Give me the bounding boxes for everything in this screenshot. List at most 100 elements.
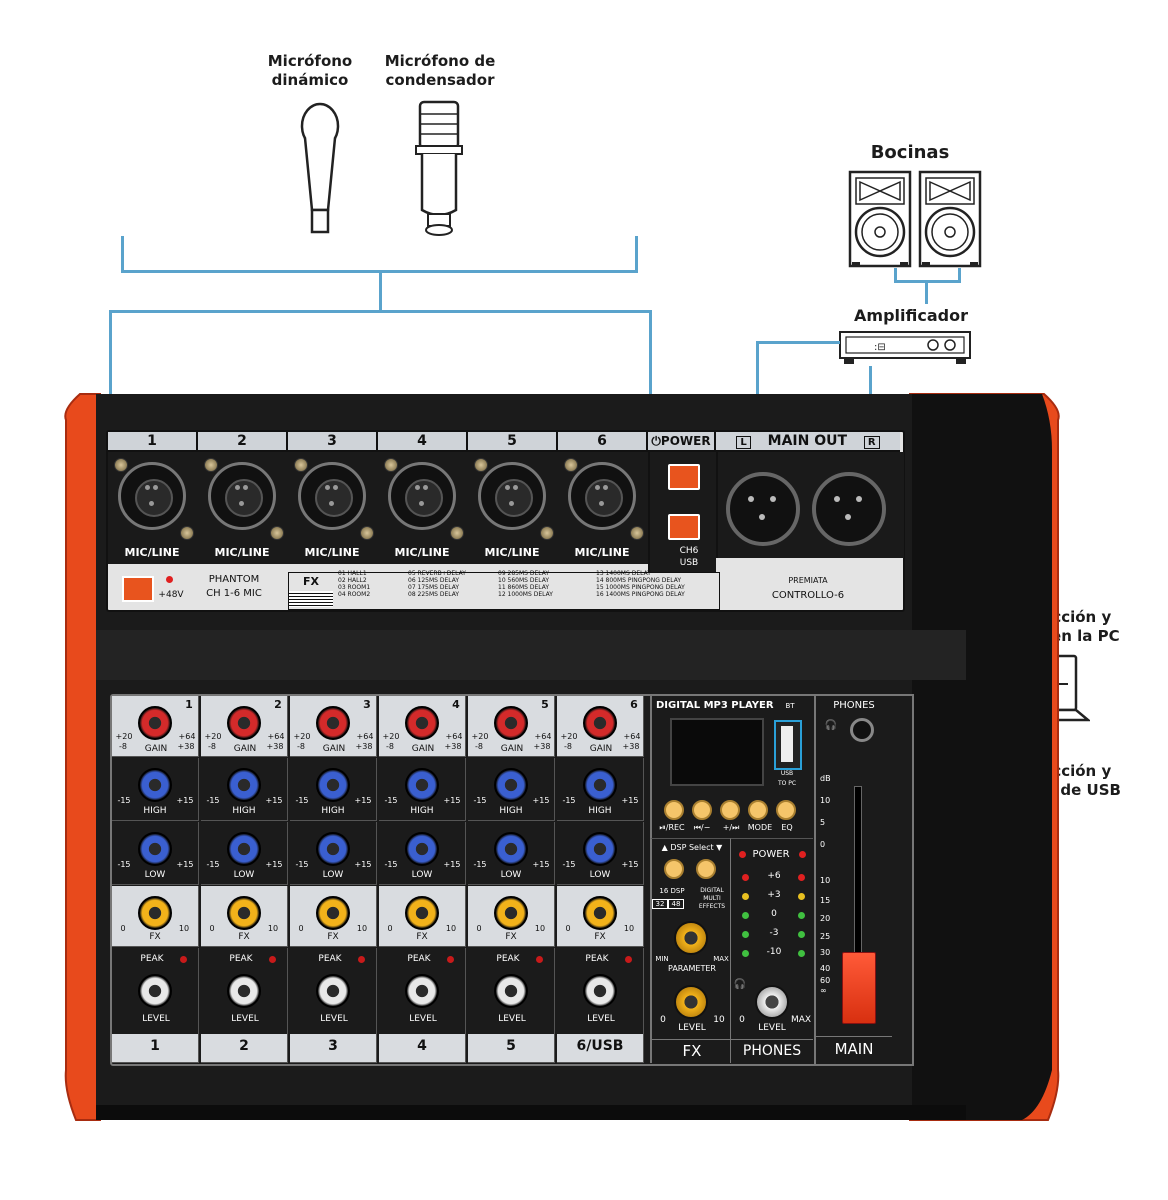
strip-num-cell: [557, 1034, 644, 1063]
level-knob-6[interactable]: [583, 974, 617, 1008]
fx-master-knob[interactable]: [674, 985, 708, 1019]
prev-button[interactable]: [692, 800, 712, 820]
gain-knob-6[interactable]: [583, 706, 617, 740]
micline-label-2: MIC/LINE: [214, 546, 270, 559]
strip-label: -8: [475, 742, 483, 751]
screw: [384, 458, 398, 472]
ch6-usb-switch[interactable]: [668, 514, 700, 540]
level-knob-2[interactable]: [227, 974, 261, 1008]
mic-wire-right: [635, 236, 638, 272]
combo-jack-4[interactable]: [388, 462, 456, 530]
combo-jack-6[interactable]: [568, 462, 636, 530]
low-knob-1[interactable]: [138, 832, 172, 866]
strip-label: 6: [630, 698, 638, 711]
usb-port[interactable]: [774, 720, 802, 770]
meter-level-label: 0: [771, 909, 777, 919]
combo-jack-5[interactable]: [478, 462, 546, 530]
headphone-icon: 🎧: [733, 979, 747, 990]
combo-jack-3[interactable]: [298, 462, 366, 530]
fx-knob-2[interactable]: [227, 896, 261, 930]
brand-logo: PREMIATA: [788, 576, 828, 585]
strip-label: 10: [178, 924, 190, 933]
fx-preset-table: FX: [288, 572, 720, 610]
high-knob-3[interactable]: [316, 768, 350, 802]
strip-label: GAIN: [322, 744, 346, 754]
strip-label: +15: [443, 860, 461, 869]
next-button[interactable]: [720, 800, 740, 820]
high-knob-2[interactable]: [227, 768, 261, 802]
strip-label: +38: [622, 742, 640, 751]
high-knob-5[interactable]: [494, 768, 528, 802]
parameter-knob[interactable]: [674, 921, 708, 955]
screw: [360, 526, 374, 540]
combo-jack-1[interactable]: [118, 462, 186, 530]
low-knob-6[interactable]: [583, 832, 617, 866]
strip-label: +20: [560, 732, 578, 741]
high-knob-1[interactable]: [138, 768, 172, 802]
main-out-right-jack[interactable]: [812, 472, 886, 546]
strip-label: -15: [384, 796, 398, 805]
strip-label: 10: [267, 924, 279, 933]
level-knob-3[interactable]: [316, 974, 350, 1008]
level-knob-1[interactable]: [138, 974, 172, 1008]
fx-knob-3[interactable]: [316, 896, 350, 930]
fx-knob-4[interactable]: [405, 896, 439, 930]
level-knob-5[interactable]: [494, 974, 528, 1008]
gain-knob-2[interactable]: [227, 706, 261, 740]
combo-jack-2[interactable]: [208, 462, 276, 530]
gain-knob-4[interactable]: [405, 706, 439, 740]
fx-knob-6[interactable]: [583, 896, 617, 930]
gain-knob-5[interactable]: [494, 706, 528, 740]
fx-knob-5[interactable]: [494, 896, 528, 930]
screw: [294, 458, 308, 472]
level-knob-4[interactable]: [405, 974, 439, 1008]
play-rec-button[interactable]: [664, 800, 684, 820]
input-panel: 1 2 3 4 5 6 ⏻POWER L MAIN OUT R MIC/LINE…: [106, 430, 905, 612]
main-out-left-jack[interactable]: [726, 472, 800, 546]
fader-scale-label: 40: [820, 964, 831, 973]
strip-label: +15: [532, 796, 550, 805]
strip-label: -15: [295, 796, 309, 805]
strip-label: LOW: [500, 870, 522, 880]
strip-label: 1: [185, 698, 193, 711]
phones-top-label: PHONES: [833, 700, 875, 711]
low-knob-2[interactable]: [227, 832, 261, 866]
low-knob-4[interactable]: [405, 832, 439, 866]
strip-label: +38: [533, 742, 551, 751]
dsp-down-button[interactable]: [696, 859, 716, 879]
low-knob-5[interactable]: [494, 832, 528, 866]
strip-label: 4: [417, 1038, 427, 1054]
power-switch[interactable]: [668, 464, 700, 490]
gain-knob-1[interactable]: [138, 706, 172, 740]
high-knob-4[interactable]: [405, 768, 439, 802]
strip-label: +64: [445, 732, 463, 741]
phantom-switch[interactable]: [122, 576, 154, 602]
micline-label-3: MIC/LINE: [304, 546, 360, 559]
mic-wire-bottom: [109, 310, 652, 313]
peak-led: [180, 956, 187, 963]
strip-label: -15: [562, 796, 576, 805]
strip-label: LOW: [322, 870, 344, 880]
strip-label: 0: [120, 924, 126, 933]
dsp-up-button[interactable]: [664, 859, 684, 879]
gain-knob-3[interactable]: [316, 706, 350, 740]
strip-label: HIGH: [143, 806, 167, 816]
micline-label-5: MIC/LINE: [484, 546, 540, 559]
high-knob-6[interactable]: [583, 768, 617, 802]
low-knob-3[interactable]: [316, 832, 350, 866]
strip-label: 0: [565, 924, 571, 933]
meter-led: [798, 874, 805, 881]
mode-button[interactable]: [748, 800, 768, 820]
meter-led: [798, 931, 805, 938]
strip-label: -8: [119, 742, 127, 751]
eq-button[interactable]: [776, 800, 796, 820]
main-fader-knob[interactable]: [842, 952, 876, 1024]
phones-knob[interactable]: [755, 985, 789, 1019]
phones-jack[interactable]: [850, 718, 874, 742]
fx-knob-1[interactable]: [138, 896, 172, 930]
strip-label: +15: [532, 860, 550, 869]
strip-label: 10: [445, 924, 457, 933]
strip-label: FX: [594, 932, 606, 942]
